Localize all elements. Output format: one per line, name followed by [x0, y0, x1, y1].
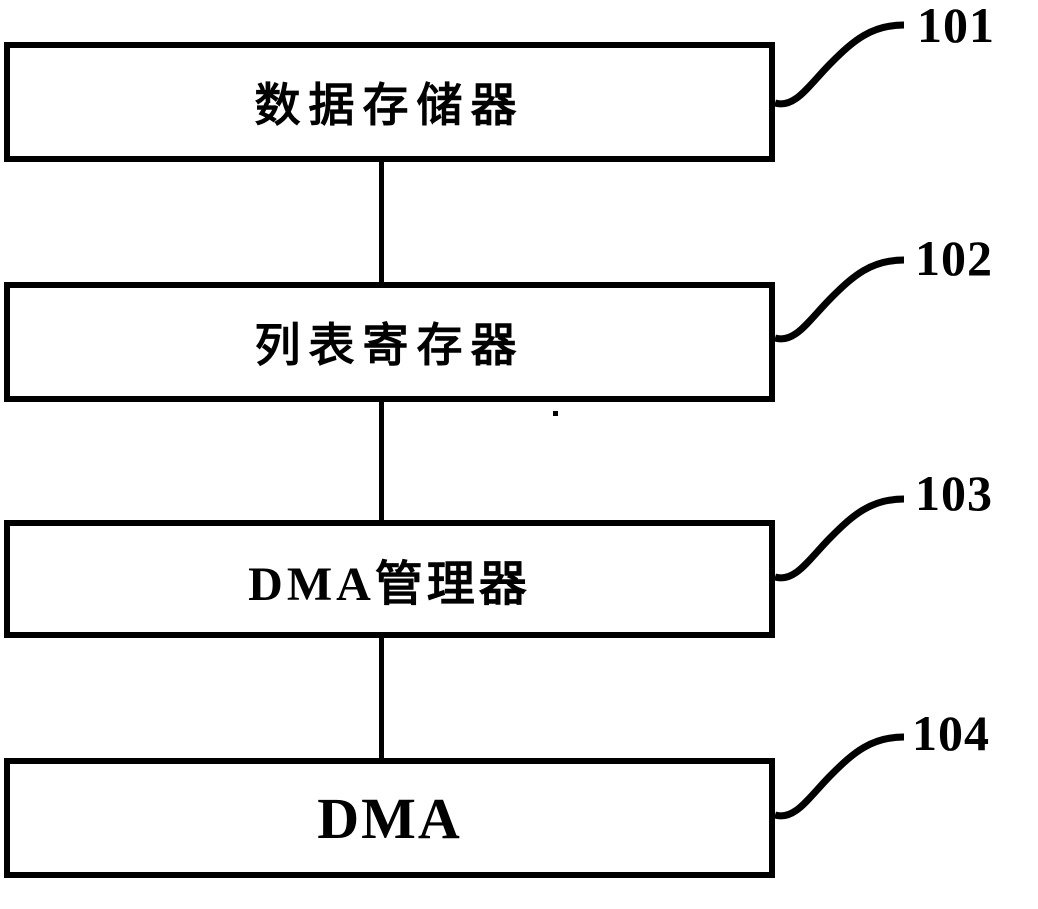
connector-line-3-4: [379, 634, 384, 762]
ink-speck: [553, 411, 558, 416]
ref-number-101: 101: [917, 0, 995, 53]
leader-curve-101: [773, 21, 905, 108]
ref-number-103: 103: [915, 465, 993, 521]
diagram-box-103-label: DMA管理器: [248, 558, 531, 611]
ref-number-104: 104: [912, 705, 990, 761]
diagram-box-102-label: 列表寄存器: [254, 320, 525, 371]
diagram-box-102: 列表寄存器: [4, 282, 775, 402]
leader-curve-102: [773, 256, 905, 343]
diagram-box-103: DMA管理器: [4, 520, 775, 638]
connector-line-2-3: [379, 398, 384, 524]
diagram-box-101: 数据存储器: [4, 42, 775, 162]
diagram-box-101-label: 数据存储器: [254, 80, 525, 131]
leader-curve-104: [773, 733, 905, 820]
ref-number-102: 102: [915, 230, 993, 286]
connector-line-1-2: [379, 158, 384, 286]
diagram-box-104-label: DMA: [317, 785, 462, 851]
leader-curve-103: [773, 495, 905, 582]
diagram-box-104: DMA: [4, 758, 775, 878]
